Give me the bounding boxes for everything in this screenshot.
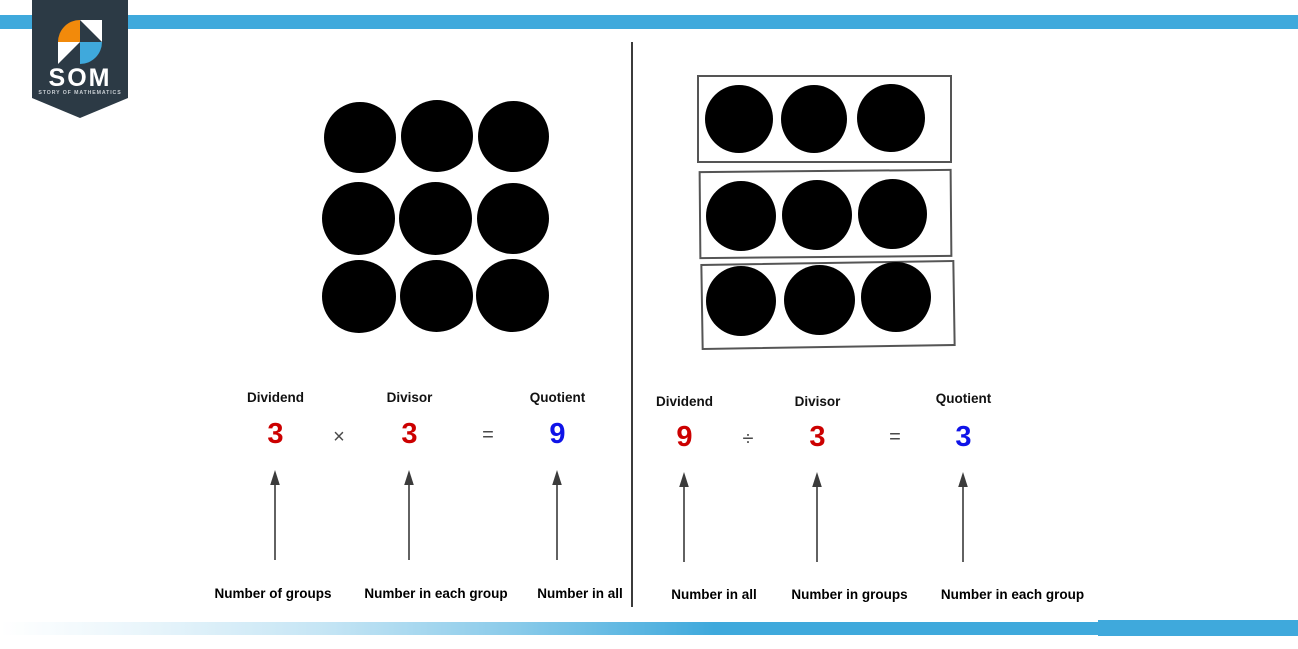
right-term-value-dividend: 9 bbox=[676, 421, 693, 453]
group-dot bbox=[782, 180, 852, 250]
left-term-label-dividend: Dividend bbox=[246, 390, 304, 405]
group-box bbox=[697, 75, 952, 163]
right-arrow-dividend bbox=[677, 472, 691, 562]
left-arrow-quotient bbox=[550, 470, 564, 560]
left-term-value-quotient: 9 bbox=[549, 418, 566, 450]
left-term-value-divisor: 3 bbox=[401, 418, 418, 450]
logo-quarter-orange bbox=[58, 20, 80, 42]
right-caption-quotient: Number in each group bbox=[940, 587, 1085, 602]
bottom-accent-bar bbox=[0, 618, 1298, 638]
group-dot bbox=[858, 179, 927, 249]
right-operator-divide: ÷ bbox=[742, 428, 754, 450]
array-dot bbox=[322, 260, 396, 333]
group-dot bbox=[706, 266, 776, 336]
panel-divider bbox=[631, 42, 633, 607]
bottom-bar-solid-segment bbox=[1098, 620, 1298, 636]
group-dot bbox=[861, 262, 931, 332]
right-arrow-divisor bbox=[810, 472, 824, 562]
right-term-label-quotient: Quotient bbox=[935, 391, 992, 406]
right-term-label-dividend: Dividend bbox=[655, 394, 713, 409]
array-dot bbox=[478, 101, 549, 172]
left-operator-equals: = bbox=[482, 424, 494, 446]
logo-quarter-white-bottom bbox=[58, 42, 80, 64]
left-term-label-quotient: Quotient bbox=[529, 390, 586, 405]
som-logo: SOM STORY OF MATHEMATICS bbox=[32, 0, 128, 118]
array-dot bbox=[477, 183, 549, 254]
logo-tagline: STORY OF MATHEMATICS bbox=[38, 90, 122, 96]
right-caption-divisor: Number in groups bbox=[791, 587, 908, 602]
group-dot bbox=[705, 85, 773, 153]
array-dot bbox=[322, 182, 395, 255]
left-term-label-divisor: Divisor bbox=[386, 390, 433, 405]
group-dot bbox=[857, 84, 925, 152]
right-operator-equals: = bbox=[889, 426, 901, 448]
left-term-value-dividend: 3 bbox=[267, 418, 284, 450]
array-dot bbox=[399, 182, 472, 255]
right-term-value-divisor: 3 bbox=[809, 421, 826, 453]
array-dot bbox=[324, 102, 396, 173]
logo-wordmark: SOM bbox=[48, 64, 112, 92]
left-operator-multiply: × bbox=[333, 426, 345, 448]
bottom-bar-gradient bbox=[0, 622, 1298, 635]
left-caption-divisor: Number in each group bbox=[364, 586, 508, 601]
right-arrow-quotient bbox=[956, 472, 970, 562]
logo-s-mark-icon bbox=[56, 18, 104, 66]
right-caption-dividend: Number in all bbox=[671, 587, 757, 602]
group-dot bbox=[784, 265, 855, 335]
array-dot bbox=[400, 260, 473, 332]
left-arrow-dividend bbox=[268, 470, 282, 560]
array-dot bbox=[476, 259, 549, 332]
left-arrow-divisor bbox=[402, 470, 416, 560]
group-dot bbox=[706, 181, 776, 251]
right-term-label-divisor: Divisor bbox=[794, 394, 841, 409]
right-term-value-quotient: 3 bbox=[955, 421, 972, 453]
left-caption-quotient: Number in all bbox=[537, 586, 623, 601]
logo-quarter-blue bbox=[80, 42, 102, 64]
top-accent-bar bbox=[0, 15, 1298, 29]
array-dot bbox=[401, 100, 473, 172]
left-caption-dividend: Number of groups bbox=[214, 586, 332, 601]
group-dot bbox=[781, 85, 847, 153]
logo-quarter-white-top bbox=[80, 20, 102, 42]
